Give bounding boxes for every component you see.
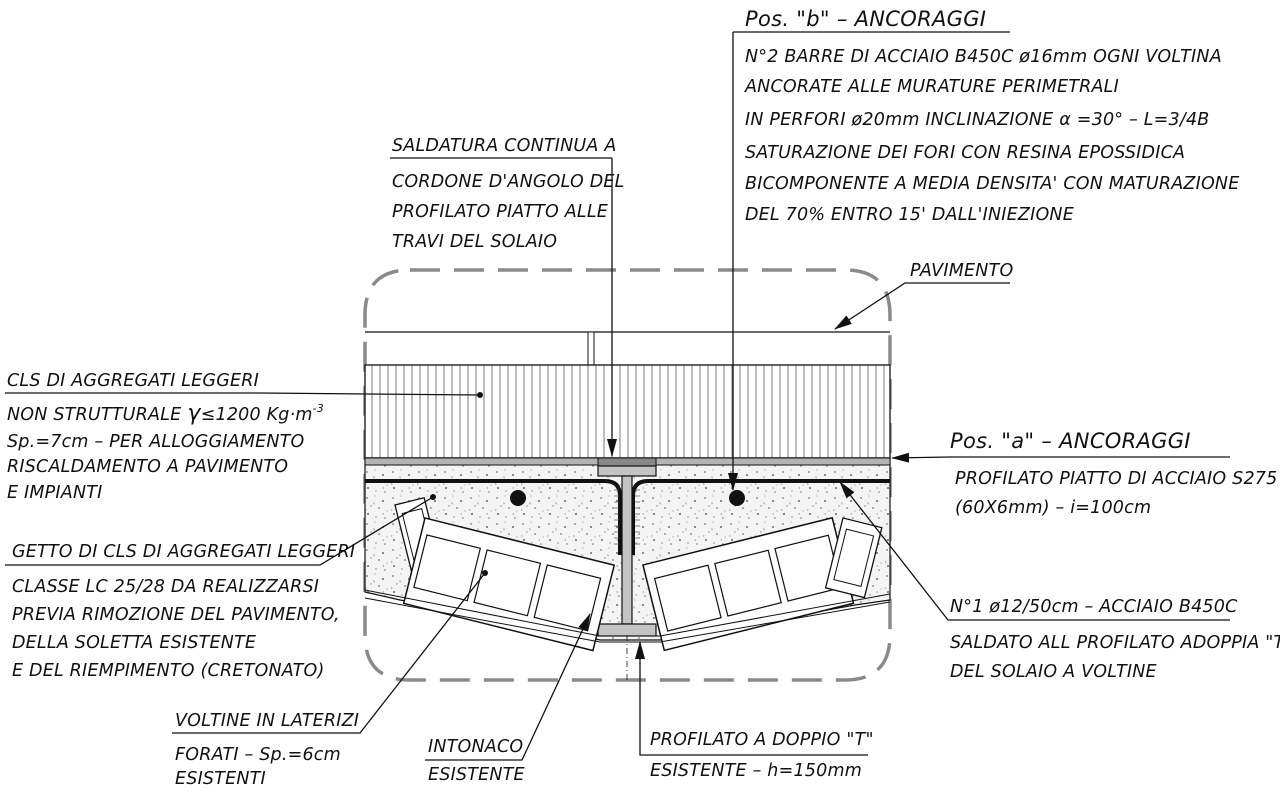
getto-header: GETTO DI CLS DI AGGREGATI LEGGERI xyxy=(12,542,355,562)
n1-line: DEL SOLAIO A VOLTINE xyxy=(950,662,1158,682)
pos-b-annotation: Pos. "b" – ANCORAGGI N°2 BARRE DI ACCIAI… xyxy=(744,7,1240,225)
i-beam xyxy=(597,465,657,680)
profilato-line: ESISTENTE – h=150mm xyxy=(650,761,862,781)
pos-b-line: SATURAZIONE DEI FORI CON RESINA EPOSSIDI… xyxy=(745,143,1185,163)
saldatura-line: CORDONE D'ANGOLO DEL xyxy=(392,172,625,192)
pos-a-annotation: Pos. "a" – ANCORAGGI PROFILATO PIATTO DI… xyxy=(950,429,1277,518)
lightweight-screed-layer xyxy=(364,364,891,459)
intonaco-annotation: INTONACO ESISTENTE xyxy=(428,737,526,785)
intonaco-header: INTONACO xyxy=(428,737,523,757)
voltine-header: VOLTINE IN LATERIZI xyxy=(175,711,359,731)
cls-line: E IMPIANTI xyxy=(7,483,103,503)
pos-b-line: N°2 BARRE DI ACCIAIO B450C ø16mm OGNI VO… xyxy=(745,47,1222,67)
n1-annotation: N°1 ø12/50cm – ACCIAIO B450C SALDATO ALL… xyxy=(950,597,1280,682)
getto-line: CLASSE LC 25/28 DA REALIZZARSI xyxy=(12,577,319,597)
pos-a-line: (60X6mm) – i=100cm xyxy=(955,498,1151,518)
pos-b-line: DEL 70% ENTRO 15' DALL'INIEZIONE xyxy=(745,205,1075,225)
pos-b-line: BICOMPONENTE A MEDIA DENSITA' CON MATURA… xyxy=(745,174,1240,194)
saldatura-annotation: SALDATURA CONTINUA A CORDONE D'ANGOLO DE… xyxy=(392,136,625,252)
getto-line: PREVIA RIMOZIONE DEL PAVIMENTO, xyxy=(12,605,340,625)
getto-line: DELLA SOLETTA ESISTENTE xyxy=(12,633,257,653)
intonaco-line: ESISTENTE xyxy=(428,765,526,785)
cls-line: Sp.=7cm – PER ALLOGGIAMENTO xyxy=(7,432,305,452)
voltine-line: FORATI – Sp.=6cm xyxy=(175,745,341,765)
section-detail xyxy=(363,268,892,682)
profilato-header: PROFILATO A DOPPIO "T" xyxy=(650,730,874,750)
saldatura-header: SALDATURA CONTINUA A xyxy=(392,136,617,156)
cls-annotation: CLS DI AGGREGATI LEGGERI NON STRUTTURALE… xyxy=(7,371,324,503)
getto-annotation: GETTO DI CLS DI AGGREGATI LEGGERI CLASSE… xyxy=(12,542,355,681)
n1-line: SALDATO ALL PROFILATO ADOPPIA "T" xyxy=(950,633,1280,653)
saldatura-line: PROFILATO PIATTO ALLE xyxy=(392,202,609,222)
pos-a-title: Pos. "a" – ANCORAGGI xyxy=(950,429,1191,453)
plaster-layer xyxy=(364,589,891,637)
voltine-annotation: VOLTINE IN LATERIZI FORATI – Sp.=6cm ESI… xyxy=(175,711,359,789)
voltine-line: ESISTENTI xyxy=(175,769,266,789)
leader-lines xyxy=(5,31,1230,761)
n1-header: N°1 ø12/50cm – ACCIAIO B450C xyxy=(950,597,1238,617)
anchor-bar-right xyxy=(729,490,745,506)
detail-boundary xyxy=(363,268,892,682)
cls-line: RISCALDAMENTO A PAVIMENTO xyxy=(7,457,288,477)
hollow-bricks-right xyxy=(642,516,883,652)
rebar-right xyxy=(631,479,890,555)
anchor-bar-left xyxy=(510,490,526,506)
pos-a-line: PROFILATO PIATTO DI ACCIAIO S275 xyxy=(955,469,1277,489)
saldatura-line: TRAVI DEL SOLAIO xyxy=(392,232,557,252)
floor-joint xyxy=(587,331,595,366)
profilato-annotation: PROFILATO A DOPPIO "T" ESISTENTE – h=150… xyxy=(650,730,874,781)
plaster-line xyxy=(364,597,891,643)
pavimento-label: PAVIMENTO xyxy=(910,261,1013,281)
getto-line: E DEL RIEMPIMENTO (CRETONATO) xyxy=(12,661,325,681)
pos-b-title: Pos. "b" – ANCORAGGI xyxy=(745,7,986,31)
rebar-left xyxy=(365,479,622,555)
cls-header: CLS DI AGGREGATI LEGGERI xyxy=(7,371,259,391)
pos-b-line: ANCORATE ALLE MURATURE PERIMETRALI xyxy=(744,77,1119,97)
